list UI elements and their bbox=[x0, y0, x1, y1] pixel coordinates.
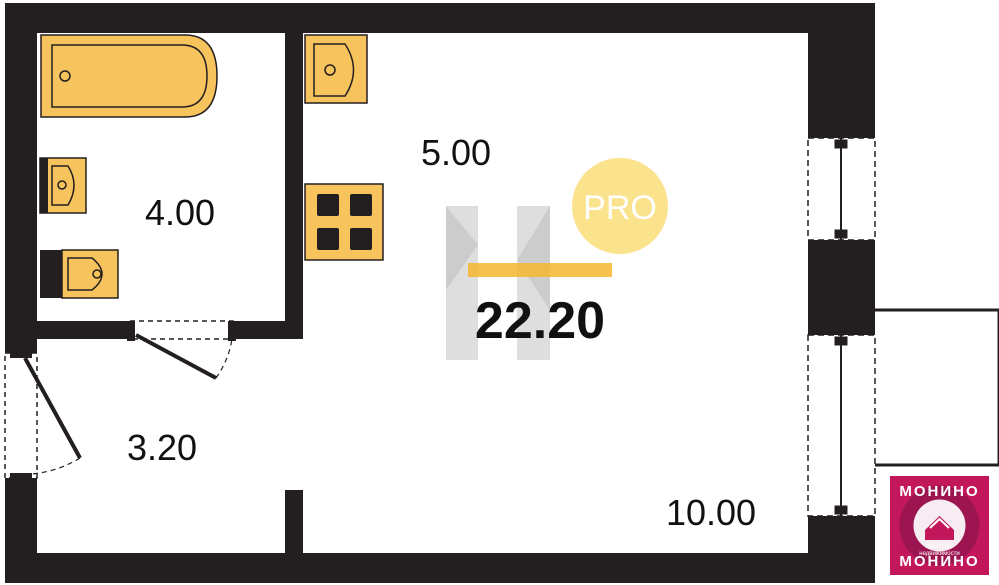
bathroom-area: 4.00 bbox=[145, 192, 215, 233]
logo-caption-1: Агентство bbox=[926, 544, 954, 550]
wall-bathroom-right bbox=[285, 33, 303, 339]
living-area: 10.00 bbox=[666, 492, 756, 533]
wall-bottom bbox=[5, 553, 875, 583]
pro-badge: PRO bbox=[572, 158, 668, 254]
window-upper bbox=[807, 137, 876, 241]
kitchen-sink bbox=[304, 34, 368, 104]
wall-bathroom-bottom-left bbox=[37, 321, 130, 339]
watermark-bar bbox=[468, 263, 612, 277]
wall-right-mid bbox=[808, 240, 875, 335]
wall-left-upper bbox=[5, 3, 37, 353]
wall-bathroom-bottom-right bbox=[233, 321, 303, 339]
toilet bbox=[40, 249, 119, 299]
total-area: 22.20 bbox=[475, 292, 605, 350]
wall-top bbox=[5, 3, 875, 33]
window-lower bbox=[807, 334, 876, 517]
pro-badge-text: PRO bbox=[583, 189, 657, 227]
logo-arc-top: МОНИНО bbox=[899, 483, 979, 500]
logo-caption-2: недвижимости bbox=[919, 551, 960, 557]
entrance-door bbox=[4, 350, 82, 481]
bathroom-door bbox=[127, 320, 236, 380]
wall-right-lower bbox=[808, 516, 875, 583]
wall-partition-stub bbox=[285, 490, 303, 553]
balcony bbox=[875, 308, 999, 467]
logo-arc-bottom: МОНИНО bbox=[899, 553, 979, 570]
kitchen-area: 5.00 bbox=[421, 132, 491, 173]
stove bbox=[304, 183, 384, 261]
bathtub bbox=[40, 34, 218, 118]
agency-logo: МОНИНО МОНИНО Агентство недвижимости bbox=[890, 476, 989, 575]
walls bbox=[5, 3, 875, 583]
watermark-logo bbox=[446, 206, 550, 360]
hallway-area: 3.20 bbox=[127, 427, 197, 468]
bathroom-sink bbox=[39, 157, 87, 214]
wall-right-upper bbox=[808, 3, 875, 138]
